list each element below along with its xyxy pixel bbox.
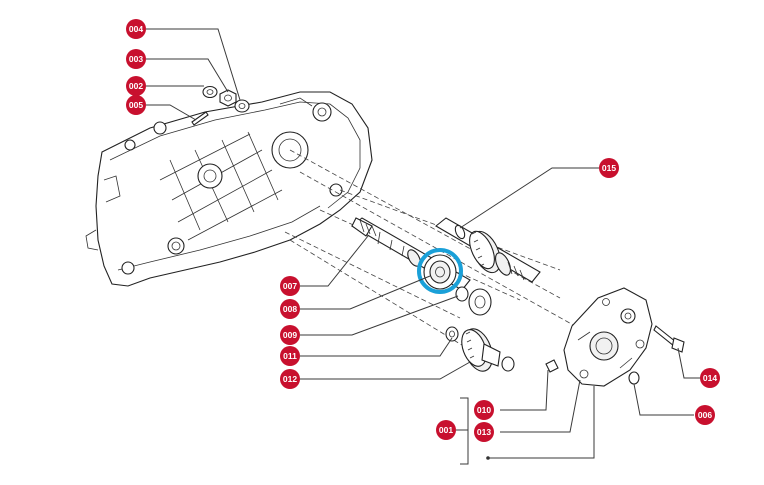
svg-text:004: 004 xyxy=(129,24,143,34)
gear-cover-right xyxy=(563,287,653,387)
nut-003 xyxy=(219,89,237,107)
svg-text:009: 009 xyxy=(283,330,297,340)
callout-005: 005 xyxy=(126,95,146,115)
callout-002: 002 xyxy=(126,76,146,96)
svg-text:011: 011 xyxy=(283,351,297,361)
pin-005 xyxy=(191,111,209,126)
callout-006: 006 xyxy=(695,405,715,425)
gear-011-012 xyxy=(445,326,515,372)
svg-text:014: 014 xyxy=(703,373,717,383)
callout-009: 009 xyxy=(280,325,300,345)
bolt-014 xyxy=(653,325,685,353)
svg-text:007: 007 xyxy=(283,281,297,291)
callout-014: 014 xyxy=(700,368,720,388)
callout-003: 003 xyxy=(126,49,146,69)
svg-text:006: 006 xyxy=(698,410,712,420)
svg-text:008: 008 xyxy=(283,304,297,314)
washer-002 xyxy=(202,85,218,99)
callout-013: 013 xyxy=(474,422,494,442)
callout-012: 012 xyxy=(280,369,300,389)
svg-text:002: 002 xyxy=(129,81,143,91)
callout-001: 001 xyxy=(436,420,456,440)
dowel-006 xyxy=(628,371,640,385)
callout-010: 010 xyxy=(474,400,494,420)
callout-008: 008 xyxy=(280,299,300,319)
highlight-ring xyxy=(417,248,463,294)
leader-lines xyxy=(146,28,700,465)
bearing-009 xyxy=(455,286,492,316)
bearing-008 xyxy=(417,248,463,294)
crankcase-left-half xyxy=(85,91,373,287)
svg-text:010: 010 xyxy=(477,405,491,415)
callout-011: 011 xyxy=(280,346,300,366)
svg-text:012: 012 xyxy=(283,374,297,384)
svg-text:005: 005 xyxy=(129,100,143,110)
gear-shaft-015 xyxy=(435,217,541,283)
dowel-010 xyxy=(545,359,559,373)
svg-text:013: 013 xyxy=(477,427,491,437)
callout-004: 004 xyxy=(126,19,146,39)
callout-007: 007 xyxy=(280,276,300,296)
washer-004 xyxy=(234,99,250,113)
svg-text:003: 003 xyxy=(129,54,143,64)
callout-015: 015 xyxy=(599,158,619,178)
svg-text:001: 001 xyxy=(439,425,453,435)
svg-text:015: 015 xyxy=(602,163,616,173)
